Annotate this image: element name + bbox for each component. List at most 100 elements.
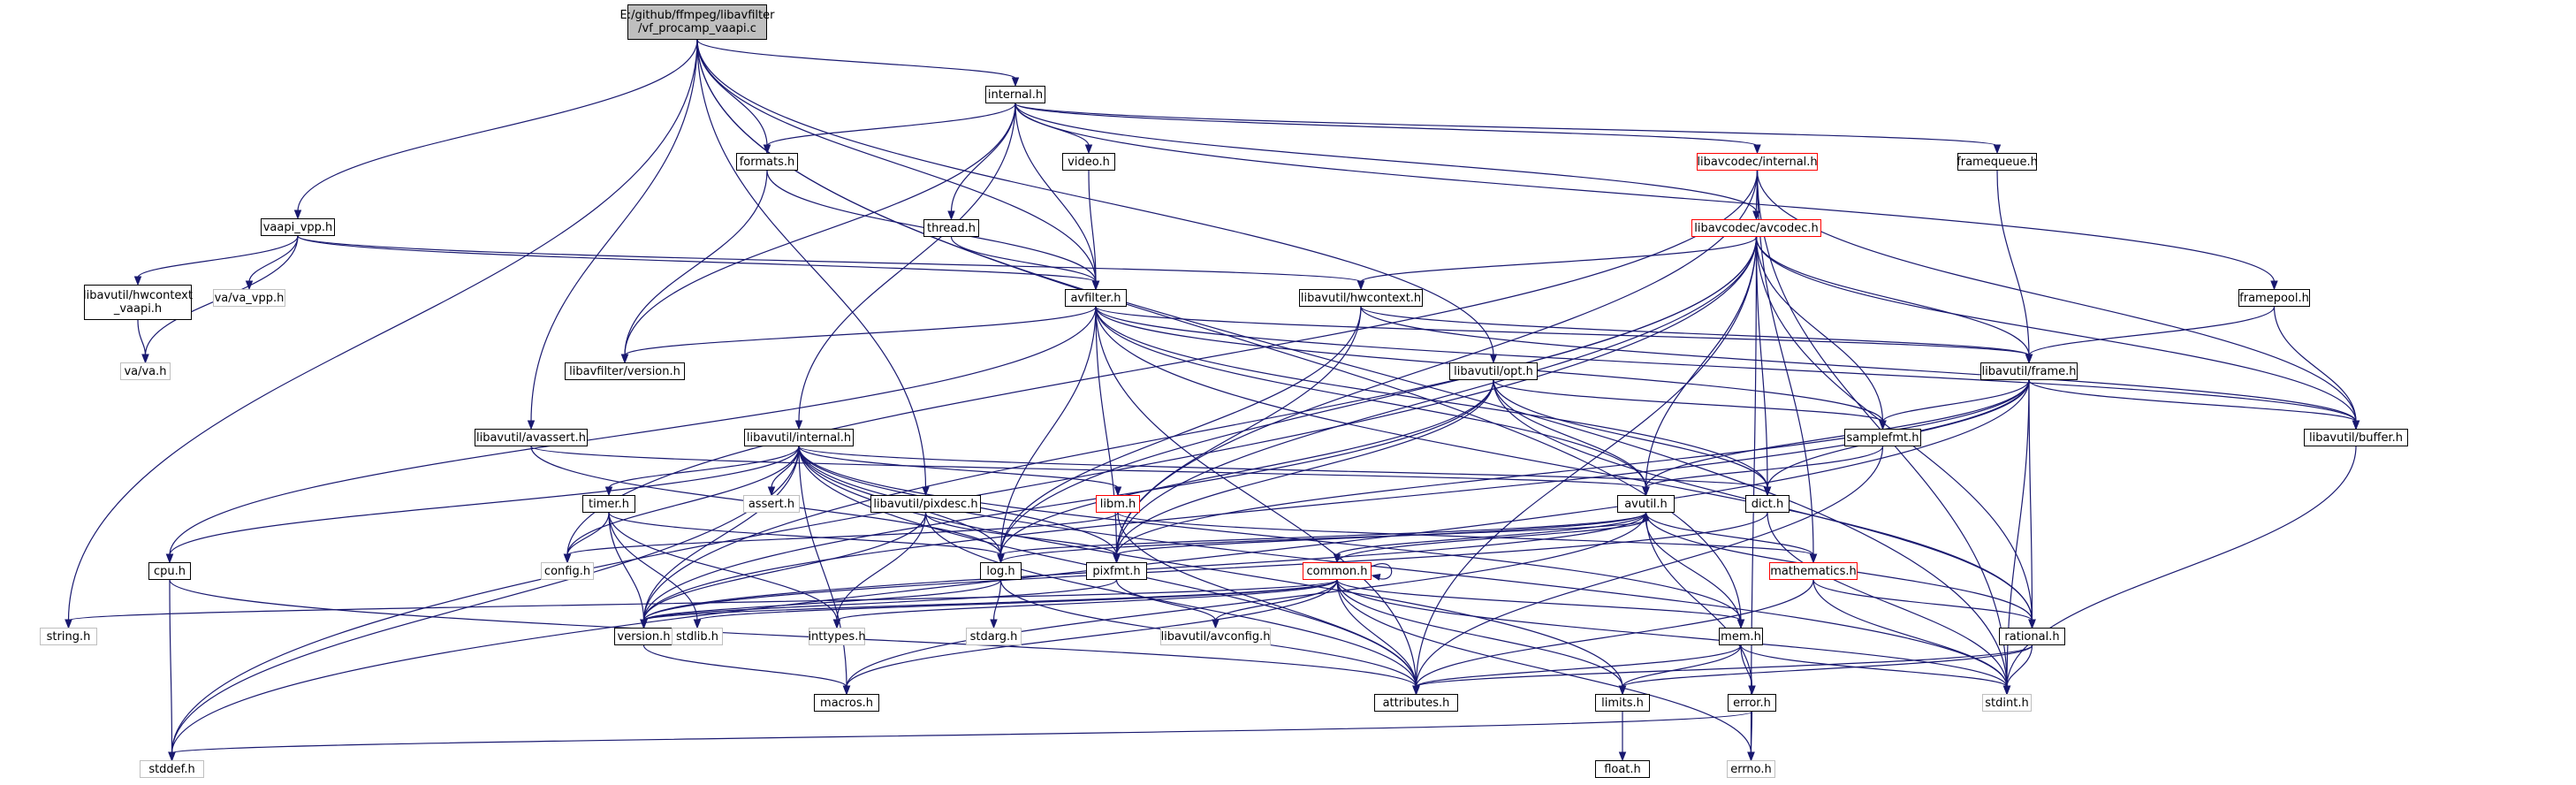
edge-timer-h-to-stdlib-h [608,512,702,629]
edge-vaapi-vpp-h-to-hwcontext-vaapi-h [133,235,299,286]
edge-line [1095,306,1118,556]
node-stdarg-h[interactable]: stdarg.h [966,628,1022,645]
edge-line [1415,644,1742,688]
node-float-h[interactable]: float.h [1595,760,1650,778]
node-stdint-h[interactable]: stdint.h [1982,694,2032,712]
edge-line [2028,379,2357,423]
node-va-h[interactable]: va/va.h [120,362,171,380]
node-config-h[interactable]: config.h [541,562,594,580]
edge-line [950,236,1097,283]
edge-line [2006,446,2357,688]
node-internal-h[interactable]: internal.h [985,86,1045,103]
edge-internal-h-to-framequeue-h [1014,103,2002,155]
edge-line [608,512,698,621]
edge-line [137,235,299,278]
node-cpu-h[interactable]: cpu.h [148,562,191,580]
node-stdlib-h[interactable]: stdlib.h [672,628,723,645]
edge-frame-h-to-samplefmt-h [1879,379,2030,431]
node-error-h[interactable]: error.h [1728,694,1776,712]
node-avcodec-h[interactable]: libavcodec/avcodec.h [1691,219,1821,237]
edge-framequeue-h-to-frame-h [1996,170,2033,364]
edge-line [1115,379,1494,556]
edge-line [924,512,1118,556]
edge-line [67,39,698,621]
edge-line [67,579,1338,621]
node-avassert-h[interactable]: libavutil/avassert.h [475,429,588,446]
edge-line [1117,512,1814,556]
edge-line [1645,446,1884,489]
edge-arrowhead [842,685,851,696]
edge-line [1493,379,1647,489]
edge-avutil-h-to-error-h [1645,512,1756,696]
node-macros-h[interactable]: macros.h [814,694,879,712]
node-lavu-internal-h[interactable]: libavutil/internal.h [744,429,854,446]
node-avfilter-h[interactable]: avfilter.h [1065,289,1127,307]
edge-arrowhead [767,486,776,497]
node-buffer-h[interactable]: libavutil/buffer.h [2304,429,2408,446]
edge-line [999,519,1647,563]
node-assert-h[interactable]: assert.h [743,495,800,513]
node-errno-h[interactable]: errno.h [1727,760,1775,778]
edge-line [1755,236,1884,423]
node-formats-h[interactable]: formats.h [736,153,798,171]
node-video-h[interactable]: video.h [1062,153,1115,171]
node-mem-h[interactable]: mem.h [1719,628,1763,645]
node-opt-h[interactable]: libavutil/opt.h [1449,362,1538,380]
edge-line [992,579,1002,621]
node-avconfig-h[interactable]: libavutil/avconfig.h [1160,628,1271,645]
node-avutil-h[interactable]: avutil.h [1617,495,1675,513]
edge-arrowhead [65,619,72,629]
edge-line [566,512,610,556]
edge-pixdesc-h-to-inttypes-h [832,512,927,629]
node-framequeue-h[interactable]: framequeue.h [1957,153,2038,171]
node-samplefmt-h[interactable]: samplefmt.h [1844,429,1921,446]
node-dict-h[interactable]: dict.h [1745,495,1790,513]
edge-line [1881,379,2030,423]
node-lavc-internal-h[interactable]: libavcodec/internal.h [1697,153,1818,171]
node-libm-h[interactable]: libm.h [1096,495,1140,513]
node-rational-h[interactable]: rational.h [1999,628,2065,645]
node-framepool-h[interactable]: framepool.h [2238,289,2310,307]
node-log-h[interactable]: log.h [980,562,1022,580]
node-pixdesc-h[interactable]: libavutil/pixdesc.h [870,495,981,513]
edge-timer-h-to-log-h [608,512,1005,564]
node-inttypes-h[interactable]: inttypes.h [808,628,866,645]
edge-line [642,236,1758,621]
edge-arrowhead [763,144,771,155]
edge-arrowhead [1371,574,1381,581]
node-attributes-h[interactable]: attributes.h [1374,694,1458,712]
node-version-h[interactable]: version.h [614,628,673,645]
edge-mem-h-to-error-h [1740,644,1756,696]
edge-line [1336,512,1647,556]
edge-common-h-to-stdint-h [1336,579,2011,696]
edge-line [999,306,1097,556]
node-stddef-h[interactable]: stddef.h [140,760,204,778]
node-vaapi-vpp-h[interactable]: vaapi_vpp.h [261,218,335,236]
edge-common-h-to-string-h [65,579,1338,629]
edge-lavu-internal-h-to-libm-h [798,446,1122,497]
node-pixfmt-h[interactable]: pixfmt.h [1086,562,1147,580]
edge-arrowhead [640,619,648,629]
edge-arrowhead [620,354,629,364]
node-lavfi-version-h[interactable]: libavfilter/version.h [565,362,685,380]
node-string-h[interactable]: string.h [40,628,97,645]
node-hwcontext-vaapi-h[interactable]: libavutil/hwcontext _vaapi.h [83,285,193,320]
edge-common-h-to-common-h [1371,563,1393,581]
edge-timer-h-to-version-h [608,512,648,629]
edge-line [696,39,1016,80]
node-thread-h[interactable]: thread.h [923,219,979,237]
edge-line [798,446,2008,688]
edge-line [608,512,1002,556]
node-timer-h[interactable]: timer.h [582,495,635,513]
node-common-h[interactable]: common.h [1303,562,1372,580]
node-va-vpp-h[interactable]: va/va_vpp.h [213,289,285,307]
node-mathematics-h[interactable]: mathematics.h [1769,562,1858,580]
node-hwcontext-h[interactable]: libavutil/hwcontext.h [1299,289,1423,307]
edge-line [1117,512,1417,688]
node-limits-h[interactable]: limits.h [1595,694,1650,712]
node-frame-h[interactable]: libavutil/frame.h [1980,362,2078,380]
edge-line [1088,170,1097,283]
edge-arrowhead [165,553,174,564]
edge-line [530,39,698,423]
edge-line [798,446,847,688]
